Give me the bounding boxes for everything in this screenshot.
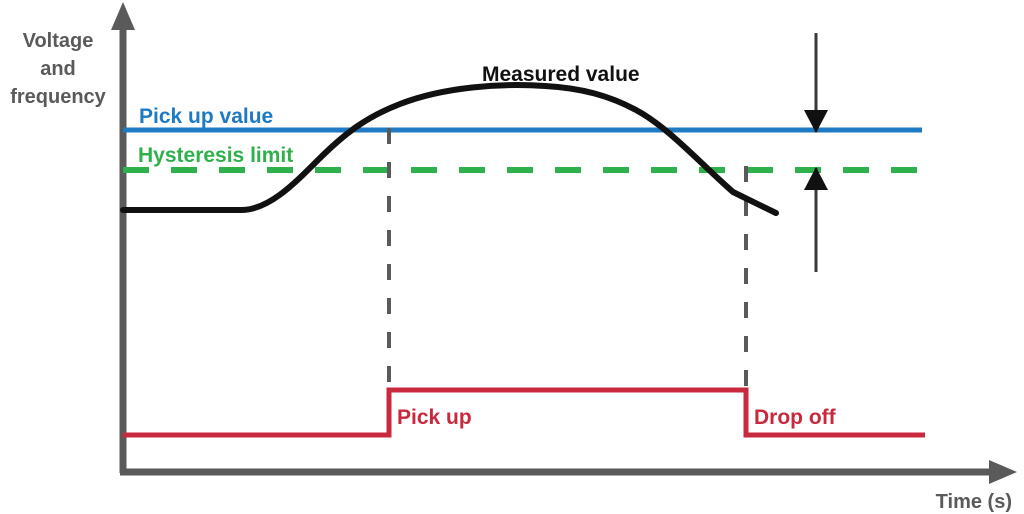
axis-group: [111, 2, 1017, 484]
y-axis-title-line2: and: [40, 58, 76, 80]
y-axis-title-line1: Voltage: [23, 30, 94, 52]
relay-signal-trace: [123, 387, 925, 438]
pick-up-value-label: Pick up value: [139, 105, 273, 128]
hysteresis-limit-label: Hysteresis limit: [138, 144, 293, 167]
hysteresis-arrowhead-down-icon: [804, 110, 828, 133]
pick-up-label: Pick up: [397, 406, 472, 429]
hysteresis-span-arrow: [804, 33, 828, 272]
drop-off-label: Drop off: [754, 406, 837, 429]
measured-value-label: Measured value: [482, 63, 640, 86]
y-axis-title-line3: frequency: [10, 86, 106, 108]
x-axis-title: Time (s): [936, 491, 1012, 513]
hysteresis-arrowhead-up-icon: [804, 167, 828, 190]
x-axis-arrow-icon: [989, 460, 1017, 484]
measured-value-curve: [120, 82, 779, 216]
y-axis-arrow-icon: [111, 2, 135, 30]
